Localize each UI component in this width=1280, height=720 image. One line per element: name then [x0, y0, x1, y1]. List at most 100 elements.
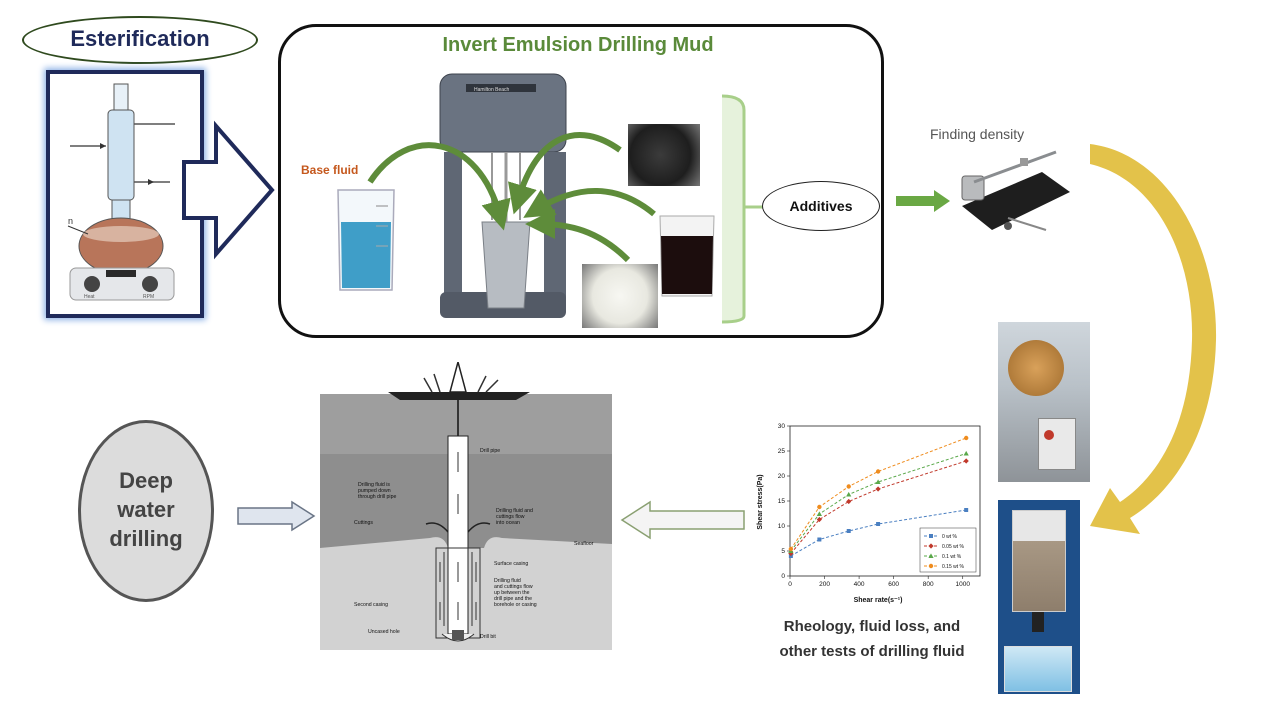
chart-legend: 0 wt % 0.05 wt % 0.1 wt % 0.15 wt %	[919, 527, 977, 573]
label-pumped-1: Drilling fluid is	[358, 482, 390, 488]
data-point	[788, 546, 794, 552]
data-point	[964, 508, 969, 512]
label-surface-casing: Surface casing	[494, 561, 528, 567]
data-point	[816, 516, 822, 523]
y-tick-label: 15	[778, 498, 786, 505]
legend-entry: 0.05 wt %	[942, 544, 965, 550]
label-seafloor: Seafloor	[574, 541, 594, 547]
x-tick-label: 600	[888, 581, 899, 588]
drillship-icon	[388, 392, 530, 400]
label-flow-ocean-2: cuttings flow	[496, 514, 525, 520]
legend-entry: 0.1 wt %	[942, 554, 962, 560]
chart-y-label: Shear stress(Pa)	[757, 474, 764, 529]
label-cuttings: Cuttings	[354, 520, 373, 526]
label-flow-up-5: borehole or casing	[494, 602, 537, 608]
gold-curved-arrow-icon	[1090, 144, 1217, 534]
y-tick-label: 30	[778, 423, 786, 430]
x-tick-label: 0	[788, 581, 792, 588]
data-point	[928, 563, 934, 569]
base-fluid-arrow	[367, 142, 511, 231]
deepwater-text: Deep water drilling	[78, 466, 214, 553]
viscometer-photo	[998, 322, 1090, 482]
esterification-title-oval	[22, 16, 258, 64]
label-drill-bit: Drill bit	[480, 634, 496, 640]
label-flow-up-2: and cuttings flow	[494, 584, 533, 590]
label-pumped-3: through drill pipe	[358, 494, 396, 500]
data-point	[929, 534, 933, 538]
legend-entry: 0.15 wt %	[942, 564, 965, 570]
deepwater-line3: drilling	[109, 526, 183, 551]
right-arrow-icon	[182, 120, 275, 260]
data-point	[875, 479, 881, 484]
mud-balance-icon	[961, 150, 1070, 231]
data-point	[817, 537, 822, 542]
x-tick-label: 400	[854, 581, 865, 588]
data-point	[846, 491, 852, 497]
data-point	[846, 529, 851, 533]
carbon-powder-photo	[628, 124, 700, 186]
mixing-arrows	[367, 94, 764, 324]
data-point	[963, 450, 969, 456]
small-right-arrow-icon	[237, 500, 316, 532]
filter-press-photo	[998, 500, 1080, 694]
y-tick-label: 5	[781, 548, 785, 555]
label-uncased-hole: Uncased hole	[368, 629, 400, 635]
label-drill-pipe: Drill pipe	[480, 448, 500, 454]
additives-label: Additives	[789, 198, 853, 214]
reflux-flask-icon: n Heat RPM	[67, 83, 175, 301]
deepwater-line2: water	[117, 497, 175, 522]
tests-label-line1: Rheology, fluid loss, and	[783, 618, 961, 635]
label-flow-up-1: Drilling fluid	[494, 578, 521, 584]
green-right-arrow-icon	[896, 190, 950, 212]
y-tick-label: 25	[778, 448, 786, 455]
chart-axes: 0 200 400 600 800 1000 0 5 10 15 20 25 30	[778, 423, 981, 588]
x-tick-label: 800	[923, 581, 934, 588]
data-point	[875, 469, 881, 474]
y-tick-label: 10	[778, 523, 786, 530]
flask-label: n	[68, 216, 73, 226]
data-point	[846, 498, 852, 505]
esterification-apparatus: n Heat RPM	[46, 70, 204, 318]
x-tick-label: 1000	[955, 581, 970, 588]
rpm-label: RPM	[143, 294, 154, 300]
rheology-chart: 0 200 400 600 800 1000 0 5 10 15 20 25 30 0 wt % 0.05…	[752, 416, 992, 608]
additives-oval	[762, 181, 880, 231]
series-line	[790, 509, 967, 557]
data-point	[875, 486, 881, 492]
x-tick-label: 200	[819, 581, 830, 588]
label-flow-ocean-1: Drilling fluid and	[496, 508, 533, 514]
data-point	[928, 553, 934, 558]
mixer-icon: Hamilton Beach	[439, 73, 567, 318]
chart-x-label: Shear rate(s⁻¹)	[854, 597, 903, 604]
mud-title: Invert Emulsion Drilling Mud	[442, 34, 714, 56]
label-pumped-2: pumped down	[358, 488, 391, 494]
data-point	[963, 458, 969, 464]
white-powder-photo	[582, 264, 658, 328]
chart-series	[788, 435, 969, 558]
legend-entry: 0 wt %	[942, 534, 958, 540]
dark-liquid-jar-icon	[659, 215, 715, 297]
data-point	[876, 522, 881, 526]
beaker-icon	[337, 189, 395, 291]
label-flow-up-3: up between the	[494, 590, 530, 596]
label-flow-ocean-3: into ocean	[496, 520, 520, 526]
deepwater-line1: Deep	[119, 468, 173, 493]
finding-density-label: Finding density	[930, 126, 1025, 142]
data-point	[817, 504, 822, 510]
y-tick-label: 20	[778, 473, 786, 480]
data-point	[928, 543, 934, 549]
deepwater-oval	[78, 420, 214, 602]
mixer-brand: Hamilton Beach	[474, 87, 510, 93]
label-second-casing: Second casing	[354, 602, 388, 608]
tests-label-line2: other tests of drilling fluid	[779, 643, 965, 660]
esterification-title: Esterification	[70, 26, 210, 51]
heat-label: Heat	[84, 294, 95, 300]
base-fluid-label: Base fluid	[301, 163, 359, 177]
y-tick-label: 0	[781, 573, 785, 580]
label-flow-up-4: drill pipe and the	[494, 596, 532, 602]
data-point	[963, 435, 969, 441]
left-arrow-icon	[620, 500, 745, 540]
data-point	[846, 484, 851, 489]
well-diagram: Drill pipe Drilling fluid is pumped down…	[320, 362, 612, 650]
series-line	[790, 460, 967, 554]
